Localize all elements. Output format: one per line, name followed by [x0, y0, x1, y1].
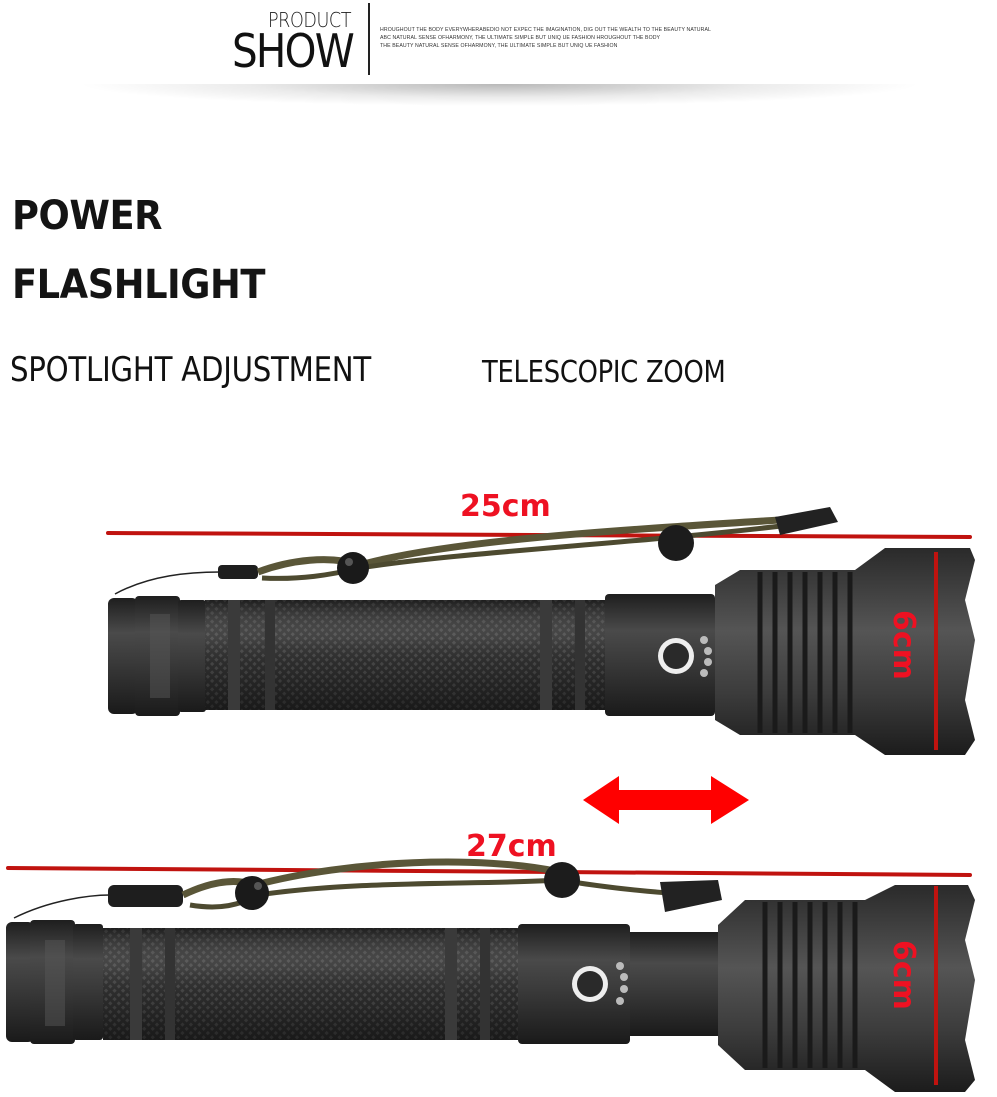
header-blurb: HROUGHOUT THE BODY EVERYWHERABEDIO NOT E…	[380, 26, 800, 50]
double-headed-arrow-icon	[583, 776, 749, 824]
title-flashlight: FLASHLIGHT	[12, 262, 266, 308]
header-shadow	[80, 84, 920, 106]
feature-spotlight-adjustment: SPOTLIGHT ADJUSTMENT	[10, 350, 372, 390]
blurb-line: THE BEAUTY NATURAL SENSE OFHARMONY, THE …	[380, 43, 618, 49]
retracted-length-label: 25cm	[460, 489, 551, 524]
product-show-header: PRODUCT SHOW HROUGHOUT THE BODY EVERYWHE…	[0, 0, 997, 110]
header-product-label: PRODUCT	[268, 8, 352, 32]
length-measure-line	[6, 866, 972, 877]
flashlight-retracted	[106, 507, 975, 755]
head-diameter-label-bottom: 6cm	[886, 940, 921, 1010]
blurb-line: ABC NATURAL SENSE OFHARMONY, THE ULTIMAT…	[380, 35, 661, 41]
header-divider	[368, 3, 370, 75]
header-show-label: SHOW	[232, 24, 355, 78]
flashlight-extended	[6, 858, 975, 1092]
extended-length-label: 27cm	[466, 829, 557, 864]
title-power: POWER	[12, 193, 163, 239]
head-diameter-label-top: 6cm	[886, 610, 921, 680]
blurb-line: HROUGHOUT THE BODY EVERYWHERABEDIO NOT E…	[380, 27, 712, 33]
feature-telescopic-zoom: TELESCOPIC ZOOM	[482, 355, 726, 390]
